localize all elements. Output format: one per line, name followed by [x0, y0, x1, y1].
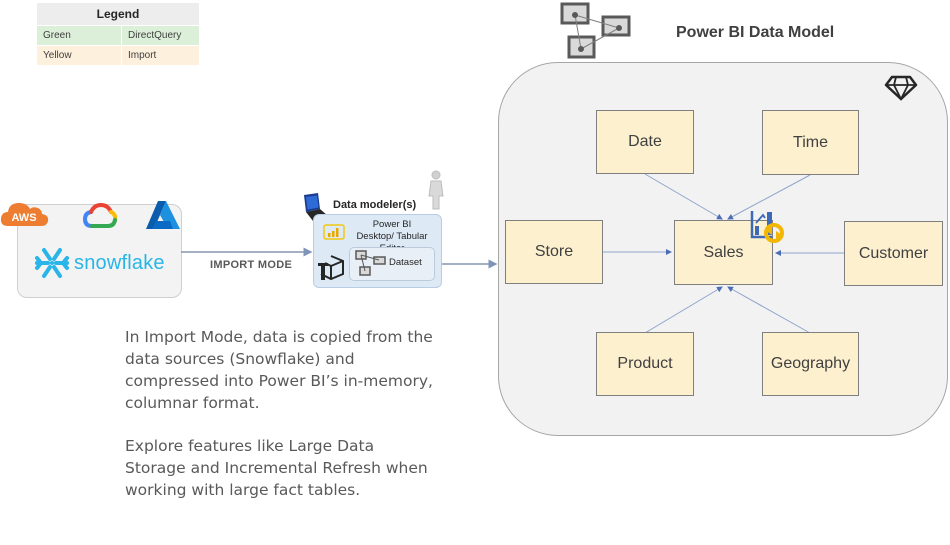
- power-bi-icon: [323, 224, 345, 240]
- legend-mode: DirectQuery: [128, 30, 182, 41]
- table-name: Store: [534, 243, 574, 260]
- table-product[interactable]: Product: [596, 332, 694, 396]
- diamond-icon: [884, 75, 918, 101]
- relationship-date-sales: [644, 173, 723, 220]
- description: In Import Mode, data is copied from the …: [125, 326, 435, 522]
- legend-mode: Import: [128, 50, 157, 61]
- dataset-label: Dataset: [389, 257, 422, 268]
- person-icon: [428, 170, 444, 210]
- description-paragraph: Explore features like Large Data Storage…: [125, 437, 428, 499]
- legend: Legend Green DirectQuery Yellow Import: [37, 3, 199, 65]
- table-name: Product: [617, 355, 673, 372]
- modeler-title: Data modeler(s): [333, 199, 417, 211]
- import-refresh-icon: [750, 211, 784, 243]
- relationship-time-sales: [727, 174, 811, 220]
- aws-label: AWS: [11, 212, 36, 224]
- table-name: Customer: [858, 244, 929, 262]
- legend-color-name: Yellow: [37, 46, 122, 65]
- legend-color-name: Green: [37, 26, 122, 45]
- legend-row-green: Green DirectQuery: [37, 26, 199, 45]
- data-model-icon: [560, 2, 631, 59]
- snowflake-logo: snowflake: [34, 246, 165, 280]
- import-mode-label: IMPORT MODE: [210, 259, 293, 271]
- table-name: Time: [793, 133, 828, 151]
- snowflake-icon: [35, 248, 69, 278]
- aws-icon: AWS: [0, 203, 49, 226]
- table-store[interactable]: Store: [505, 220, 603, 284]
- table-name: Date: [628, 133, 662, 150]
- relationship-product-sales: [644, 286, 723, 334]
- data-model-title: Power BI Data Model: [676, 24, 835, 41]
- table-time[interactable]: Time: [762, 110, 859, 175]
- table-geography[interactable]: Geography: [762, 332, 859, 396]
- legend-row-yellow: Yellow Import: [37, 46, 199, 65]
- table-name: Sales: [703, 243, 744, 261]
- tabular-editor-icon: [318, 255, 344, 281]
- table-name: Geography: [770, 355, 851, 372]
- snowflake-label: snowflake: [74, 251, 165, 274]
- relationship-geography-sales: [727, 286, 811, 334]
- description-paragraph: In Import Mode, data is copied from the …: [125, 328, 433, 412]
- legend-title: Legend: [37, 3, 199, 25]
- table-customer[interactable]: Customer: [844, 221, 943, 286]
- table-date[interactable]: Date: [596, 110, 694, 174]
- dataset-icon: [355, 250, 386, 276]
- azure-icon: [146, 201, 180, 229]
- google-cloud-icon: [82, 202, 118, 228]
